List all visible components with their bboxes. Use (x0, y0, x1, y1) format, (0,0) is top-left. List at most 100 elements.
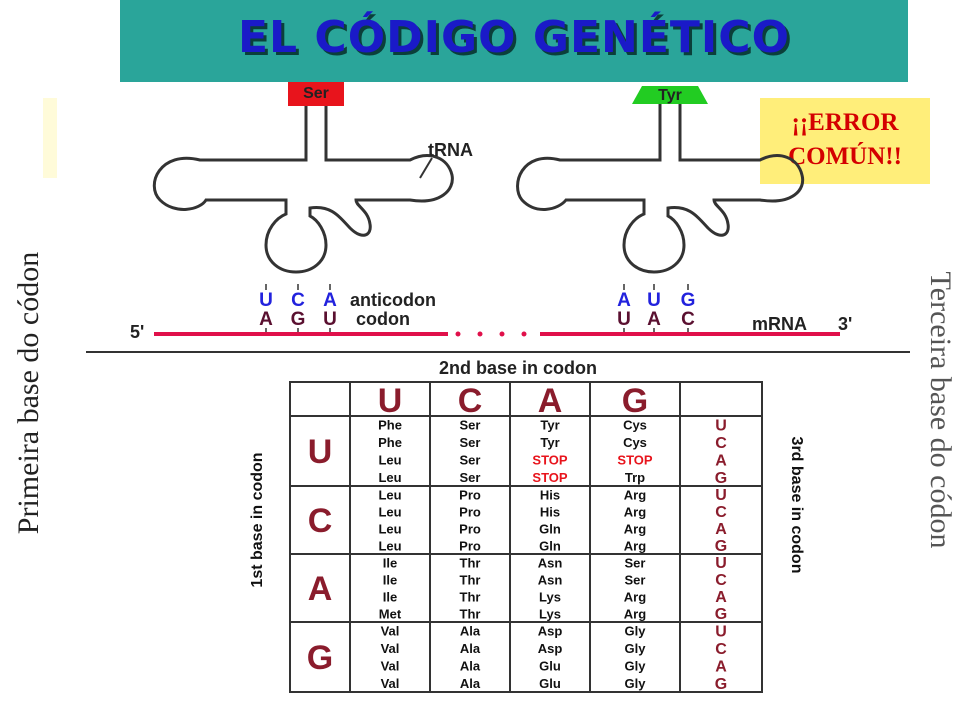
amino-acid-cell: Arg (624, 521, 646, 536)
amino-acid-cell: Leu (378, 487, 401, 502)
amino-acid-cell: Ser (460, 435, 481, 450)
amino-acid-cell: Ile (383, 572, 397, 587)
amino-acid-cell: Ser (460, 470, 481, 485)
third-base-letter: G (715, 538, 727, 555)
third-base-letter: A (715, 452, 727, 469)
second-base-letter: G (622, 382, 648, 420)
amino-acid-cell: Phe (378, 418, 402, 433)
amino-acid-cell: Cys (623, 418, 647, 433)
amino-acid-cell: Phe (378, 435, 402, 450)
amino-acid-cell: Met (379, 606, 402, 621)
mrna-dot (455, 331, 461, 337)
codon-base-right: C (681, 309, 695, 330)
amino-acid-cell: Ser (460, 453, 481, 468)
amino-acid-cell: Ile (383, 555, 397, 570)
amino-acid-cell: Glu (539, 676, 561, 691)
amino-acid-cell: Asn (538, 555, 563, 570)
third-base-letter: G (715, 606, 727, 623)
mrna-dot (521, 331, 527, 337)
amino-acid-cell: Ala (460, 676, 481, 691)
amino-acid-cell: Tyr (540, 418, 559, 433)
amino-acid-cell: Ala (460, 624, 481, 639)
first-base-letter: C (308, 502, 333, 540)
anticodon-label: anticodon (350, 290, 436, 310)
error-callout: ¡¡ERROR COMÚN!! (760, 98, 930, 184)
amino-acid-cell: Leu (378, 538, 401, 553)
amino-acid-cell: Leu (378, 470, 401, 485)
third-base-letter: G (715, 676, 727, 693)
codon-base-right: A (647, 309, 661, 330)
amino-acid-right: Tyr (658, 87, 682, 104)
anticodon-base-right: U (647, 290, 661, 311)
amino-acid-cell: Ser (625, 572, 646, 587)
amino-acid-cell: Tyr (540, 435, 559, 450)
codon-base-left: U (323, 309, 337, 330)
third-base-letter: C (715, 641, 727, 658)
third-base-letter: U (715, 555, 727, 572)
first-base-letter: U (308, 433, 333, 471)
anticodon-base-right: G (681, 290, 696, 311)
amino-acid-cell: Glu (539, 659, 561, 674)
amino-acid-cell: Leu (378, 521, 401, 536)
amino-acid-cell: Pro (459, 504, 481, 519)
amino-acid-cell: Gly (625, 641, 647, 656)
third-base-letter: U (715, 487, 727, 504)
amino-acid-cell: Arg (624, 538, 646, 553)
amino-acid-cell: Leu (378, 504, 401, 519)
amino-acid-cell: Lys (539, 589, 561, 604)
trna-pointer-line (419, 157, 433, 179)
table-frame (289, 381, 763, 693)
stop-codon: STOP (532, 470, 567, 485)
codon-base-right: U (617, 309, 631, 330)
three-prime-label: 3' (838, 314, 852, 334)
amino-acid-box-left (288, 82, 344, 106)
mrna-label: mRNA (752, 314, 807, 334)
amino-acid-cell: Pro (459, 538, 481, 553)
amino-acid-cell: Pro (459, 521, 481, 536)
title-banner: EL CÓDIGO GENÉTICO (120, 0, 908, 82)
amino-acid-cell: Ser (625, 555, 646, 570)
codon-base-left: A (259, 309, 273, 330)
third-base-letter: A (715, 658, 727, 675)
amino-acid-left: Ser (303, 85, 329, 102)
amino-acid-cell: Pro (459, 487, 481, 502)
amino-acid-cell: Arg (624, 606, 646, 621)
amino-acid-cell: Val (381, 676, 400, 691)
trna-left: Ser (152, 82, 454, 274)
error-note: ¡¡ERROR COMÚN!! (788, 109, 902, 170)
third-base-letter: C (715, 435, 727, 452)
decorative-panel (43, 98, 57, 178)
trna-right: Tyr (516, 86, 805, 274)
trna-label: tRNA (428, 140, 473, 160)
anticodon-base-right: A (617, 290, 631, 311)
first-base-title: 1st base in codon (249, 452, 266, 587)
amino-acid-cell: Asn (538, 572, 563, 587)
amino-acid-cell: Val (381, 641, 400, 656)
amino-acid-cell: Gln (539, 538, 561, 553)
amino-acid-cell: Ala (460, 641, 481, 656)
first-base-letter: A (308, 570, 333, 608)
anticodon-base-left: U (259, 290, 273, 311)
second-base-letter: A (538, 382, 563, 420)
trna-left-shape (152, 106, 454, 274)
mrna-strand (154, 331, 840, 337)
amino-acid-cell: Gly (625, 676, 647, 691)
third-base-letter: C (715, 572, 727, 589)
amino-acid-cell: Val (381, 659, 400, 674)
third-base-letter: U (715, 623, 727, 640)
amino-acid-box-right (632, 86, 708, 104)
mrna-dot (477, 331, 483, 337)
stop-codon: STOP (532, 453, 567, 468)
amino-acid-cell: Ala (460, 659, 481, 674)
amino-acid-cell: Thr (460, 589, 481, 604)
amino-acid-cell: His (540, 504, 560, 519)
amino-acid-cell: Arg (624, 504, 646, 519)
amino-acid-cell: Trp (625, 470, 645, 485)
amino-acid-cell: Gly (625, 624, 647, 639)
amino-acid-cell: Cys (623, 435, 647, 450)
third-base-letter: G (715, 470, 727, 487)
amino-acid-cell: Gly (625, 659, 647, 674)
